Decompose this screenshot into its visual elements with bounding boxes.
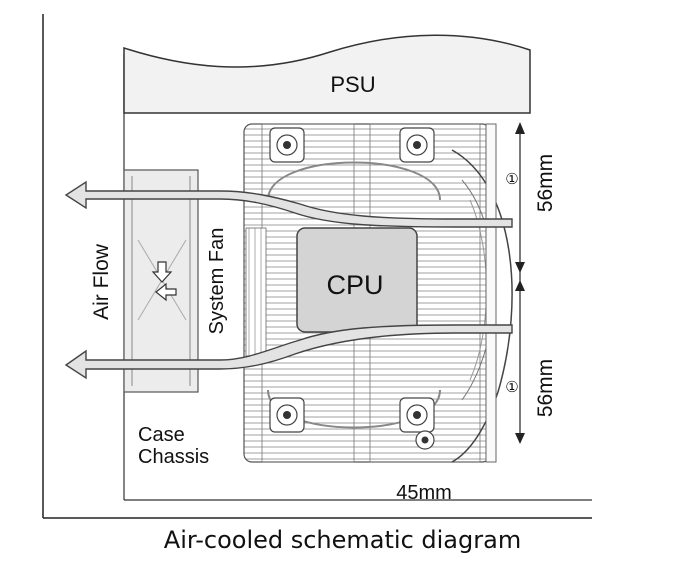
circle-marker-top: ①: [505, 171, 518, 188]
psu-label: PSU: [330, 72, 375, 97]
airflow-arrow-top: [64, 180, 513, 228]
arrow-down-icon: [151, 261, 173, 283]
mounting-screws: [269, 127, 435, 450]
dimension-markers: ① ① 56mm 56mm 45mm: [396, 122, 557, 504]
diagram-caption: Air-cooled schematic diagram: [163, 526, 522, 554]
case-label-line2: Chassis: [138, 446, 209, 468]
dimension-bottom-label: 56mm: [534, 359, 557, 417]
screw-icon: [415, 430, 435, 450]
system-fan: System Fan: [123, 169, 228, 393]
screw-icon: [269, 127, 305, 163]
dimension-top-label: 56mm: [534, 154, 557, 212]
cpu-block: CPU: [296, 227, 418, 333]
airflow-arrows: [64, 180, 513, 380]
screw-icon: [269, 397, 305, 433]
airflow-arrow-bottom: [64, 324, 513, 380]
air-flow-label: Air Flow: [90, 243, 113, 320]
system-fan-label: System Fan: [206, 228, 228, 335]
screw-icon: [399, 127, 435, 163]
dimension-width-label: 45mm: [396, 482, 452, 504]
arrow-left-icon: [155, 282, 177, 302]
case-label-line1: Case: [138, 424, 185, 446]
psu-block: PSU: [123, 34, 531, 114]
screw-icon: [399, 397, 435, 433]
circle-marker-bottom: ①: [505, 379, 518, 396]
cpu-label: CPU: [326, 270, 383, 300]
